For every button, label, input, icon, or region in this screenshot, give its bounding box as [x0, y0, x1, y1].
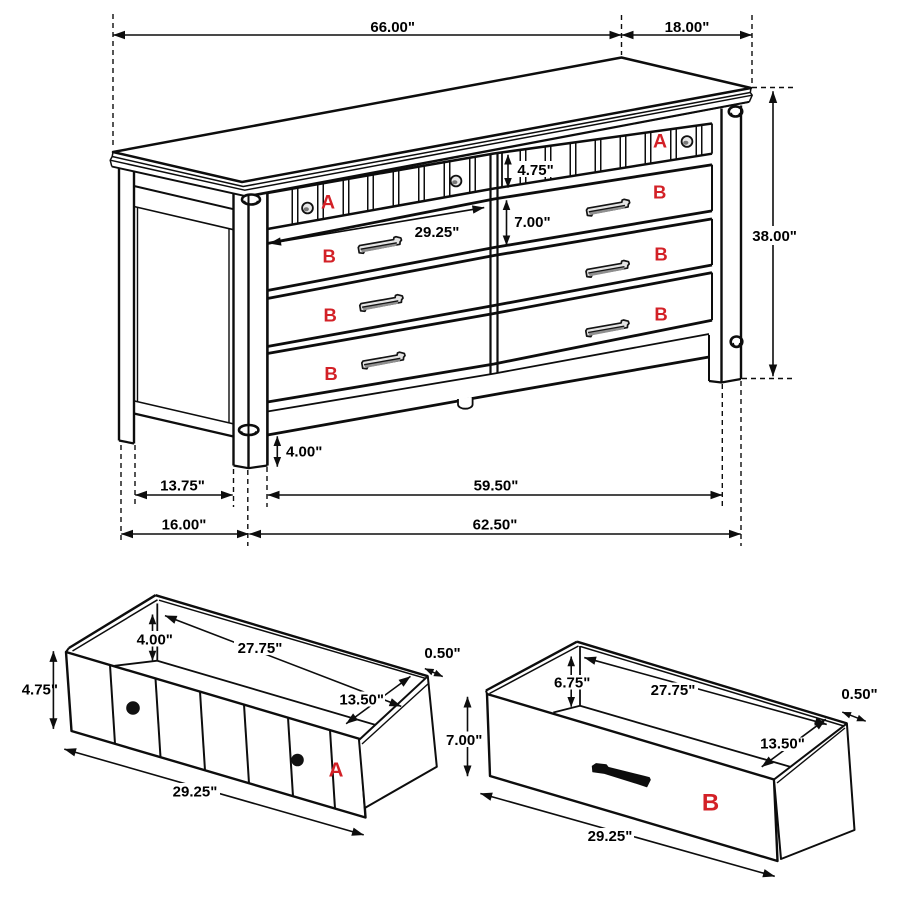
svg-text:0.50": 0.50": [424, 645, 460, 662]
svg-text:7.00": 7.00": [446, 732, 482, 749]
svg-text:66.00": 66.00": [370, 19, 415, 36]
svg-text:4.00": 4.00": [137, 632, 173, 649]
svg-text:4.75": 4.75": [517, 162, 553, 179]
svg-text:62.50": 62.50": [473, 516, 518, 533]
svg-text:16.00": 16.00": [162, 516, 207, 533]
svg-text:4.75": 4.75": [22, 682, 58, 699]
svg-text:18.00": 18.00": [665, 19, 710, 36]
svg-text:13.50": 13.50": [339, 691, 384, 708]
svg-text:27.75": 27.75": [238, 640, 283, 657]
svg-text:A: A: [653, 131, 667, 153]
svg-text:B: B: [654, 243, 667, 264]
svg-text:7.00": 7.00": [514, 214, 550, 231]
svg-text:4.00": 4.00": [286, 444, 322, 461]
svg-text:38.00": 38.00": [752, 228, 797, 245]
svg-text:B: B: [324, 363, 337, 384]
svg-text:13.75": 13.75": [160, 477, 205, 494]
svg-text:13.50": 13.50": [760, 736, 805, 753]
svg-text:A: A: [329, 758, 344, 781]
svg-text:0.50": 0.50": [841, 686, 877, 703]
svg-text:B: B: [324, 304, 337, 325]
svg-text:B: B: [702, 790, 719, 817]
svg-text:59.50": 59.50": [474, 477, 519, 494]
svg-text:29.25": 29.25": [588, 828, 633, 845]
svg-text:29.25": 29.25": [173, 784, 218, 801]
svg-text:B: B: [653, 181, 666, 202]
svg-text:29.25": 29.25": [415, 224, 460, 241]
svg-text:B: B: [323, 246, 336, 267]
svg-text:27.75": 27.75": [651, 682, 696, 699]
svg-text:6.75": 6.75": [554, 674, 590, 691]
svg-text:B: B: [654, 303, 667, 324]
svg-text:A: A: [321, 192, 335, 214]
